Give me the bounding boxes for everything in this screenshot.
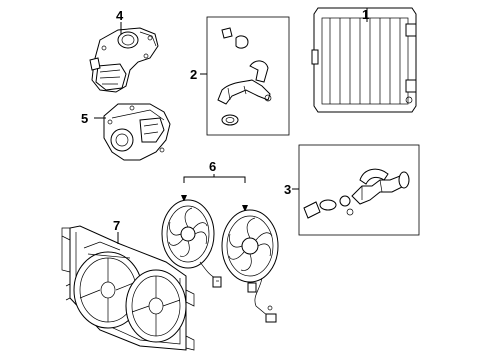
callout-5: 5 xyxy=(81,111,88,126)
callout-3: 3 xyxy=(284,182,291,197)
leader-6-arrow-right xyxy=(242,205,248,212)
leader-6-arrow-left xyxy=(181,195,187,202)
part-6-fan-left xyxy=(161,199,222,288)
callout-1: 1 xyxy=(362,7,369,22)
part-5-water-pump xyxy=(103,103,171,161)
callout-2: 2 xyxy=(190,67,197,82)
callout-4: 4 xyxy=(116,8,124,23)
part-2-upper-hose xyxy=(217,27,272,126)
leader-6-bracket xyxy=(183,176,246,183)
part-3-lower-hose xyxy=(303,168,410,219)
part-4-outlet-housing xyxy=(89,27,159,93)
callout-7: 7 xyxy=(113,218,120,233)
part-1-radiator xyxy=(311,7,417,113)
part-6-fan-right xyxy=(221,209,279,323)
callout-6: 6 xyxy=(209,159,216,174)
part-7-fan-shroud xyxy=(61,225,195,351)
part-2-box xyxy=(206,16,290,136)
part-3-box xyxy=(298,144,420,236)
